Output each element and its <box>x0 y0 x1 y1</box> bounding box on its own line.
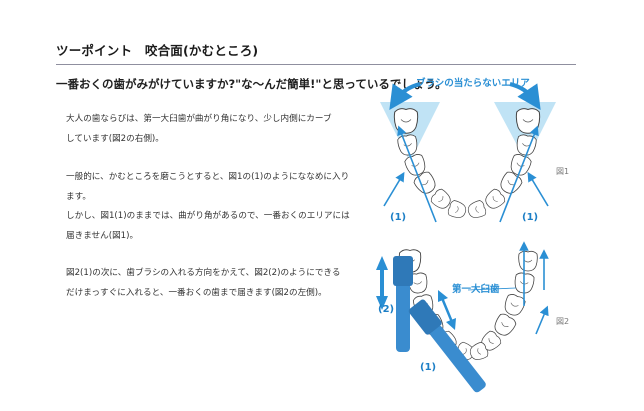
paragraph-line: だけまっすぐに入れると、一番おくの歯まで届きます(図2の左側)。 <box>66 287 327 298</box>
paragraph-line: 図2(1)の次に、歯ブラシの入れる方向をかえて、図2(2)のようにできる <box>66 268 341 278</box>
figure2-label-2: (2) <box>378 304 395 315</box>
molar-tooth <box>515 108 541 134</box>
figure1-arrow-label-left: (1) <box>390 212 407 223</box>
pointer-arrow-right <box>509 82 541 110</box>
outer-arrow-left <box>383 171 405 207</box>
paragraph-line: しかし、図1(1)のままでは、曲がり角があるので、一番おくのエリアには <box>66 211 350 222</box>
tooth <box>518 250 538 272</box>
figure1-arrow-label-right: (1) <box>522 212 539 223</box>
brush-direction-arrow-left <box>397 125 437 223</box>
outer-arrow-right <box>527 171 549 207</box>
paragraph-line: 大人の歯ならびは、第一大臼歯が曲がり角になり、少し内側にカーブ <box>66 114 332 124</box>
pointer-arrow-left <box>389 82 421 110</box>
tooth <box>465 199 488 221</box>
brush-direction-arrow-right <box>499 125 539 223</box>
paragraph-line: ます。 <box>66 191 91 202</box>
figure2-label: 図2 <box>556 317 570 326</box>
tooth <box>396 133 420 157</box>
paragraph-line: 届きません(図1)。 <box>66 230 139 241</box>
guide-arrow-right-low <box>535 305 549 335</box>
paragraph-diagonal-brushing: 一般的に、かむところを磨こうとすると、図1の(1)のようにななめに入り ます。 … <box>66 168 366 246</box>
tooth <box>482 187 508 213</box>
molar-tooth <box>393 108 419 134</box>
figure2-label-1: (1) <box>420 362 437 373</box>
lead-question: 一番おくの歯がみがけていますか?"な〜んだ簡単!"と思っているでしょう。 <box>56 77 447 91</box>
paragraph-molar-curve: 大人の歯ならびは、第一大臼歯が曲がり角になり、少し内側にカーブ しています(図2… <box>66 110 366 149</box>
figure1-diagram <box>380 82 556 223</box>
paragraph-line: しています(図2の右側)。 <box>66 133 164 144</box>
figure1-label: 図1 <box>556 167 570 176</box>
paragraph-line: 一般的に、かむところを磨こうとすると、図1の(1)のようにななめに入り <box>66 172 350 182</box>
toothbrush-diagonal <box>408 299 486 393</box>
unreachable-area-label: ブラシの当たらないエリア <box>416 78 530 89</box>
diagonal-motion-arrow <box>440 297 454 323</box>
molar-pointer <box>467 287 517 291</box>
title-divider <box>56 64 576 65</box>
first-molar-label: 第一大臼歯 <box>452 284 500 295</box>
tooth <box>501 292 527 319</box>
section-title: ツーポイント 咬合面(かむところ) <box>56 43 259 58</box>
figure2-diagram <box>376 241 549 393</box>
paragraph-straight-brushing: 図2(1)の次に、歯ブラシの入れる方向をかえて、図2(2)のようにできる だけま… <box>66 264 366 303</box>
toothbrush-vertical <box>393 256 413 352</box>
